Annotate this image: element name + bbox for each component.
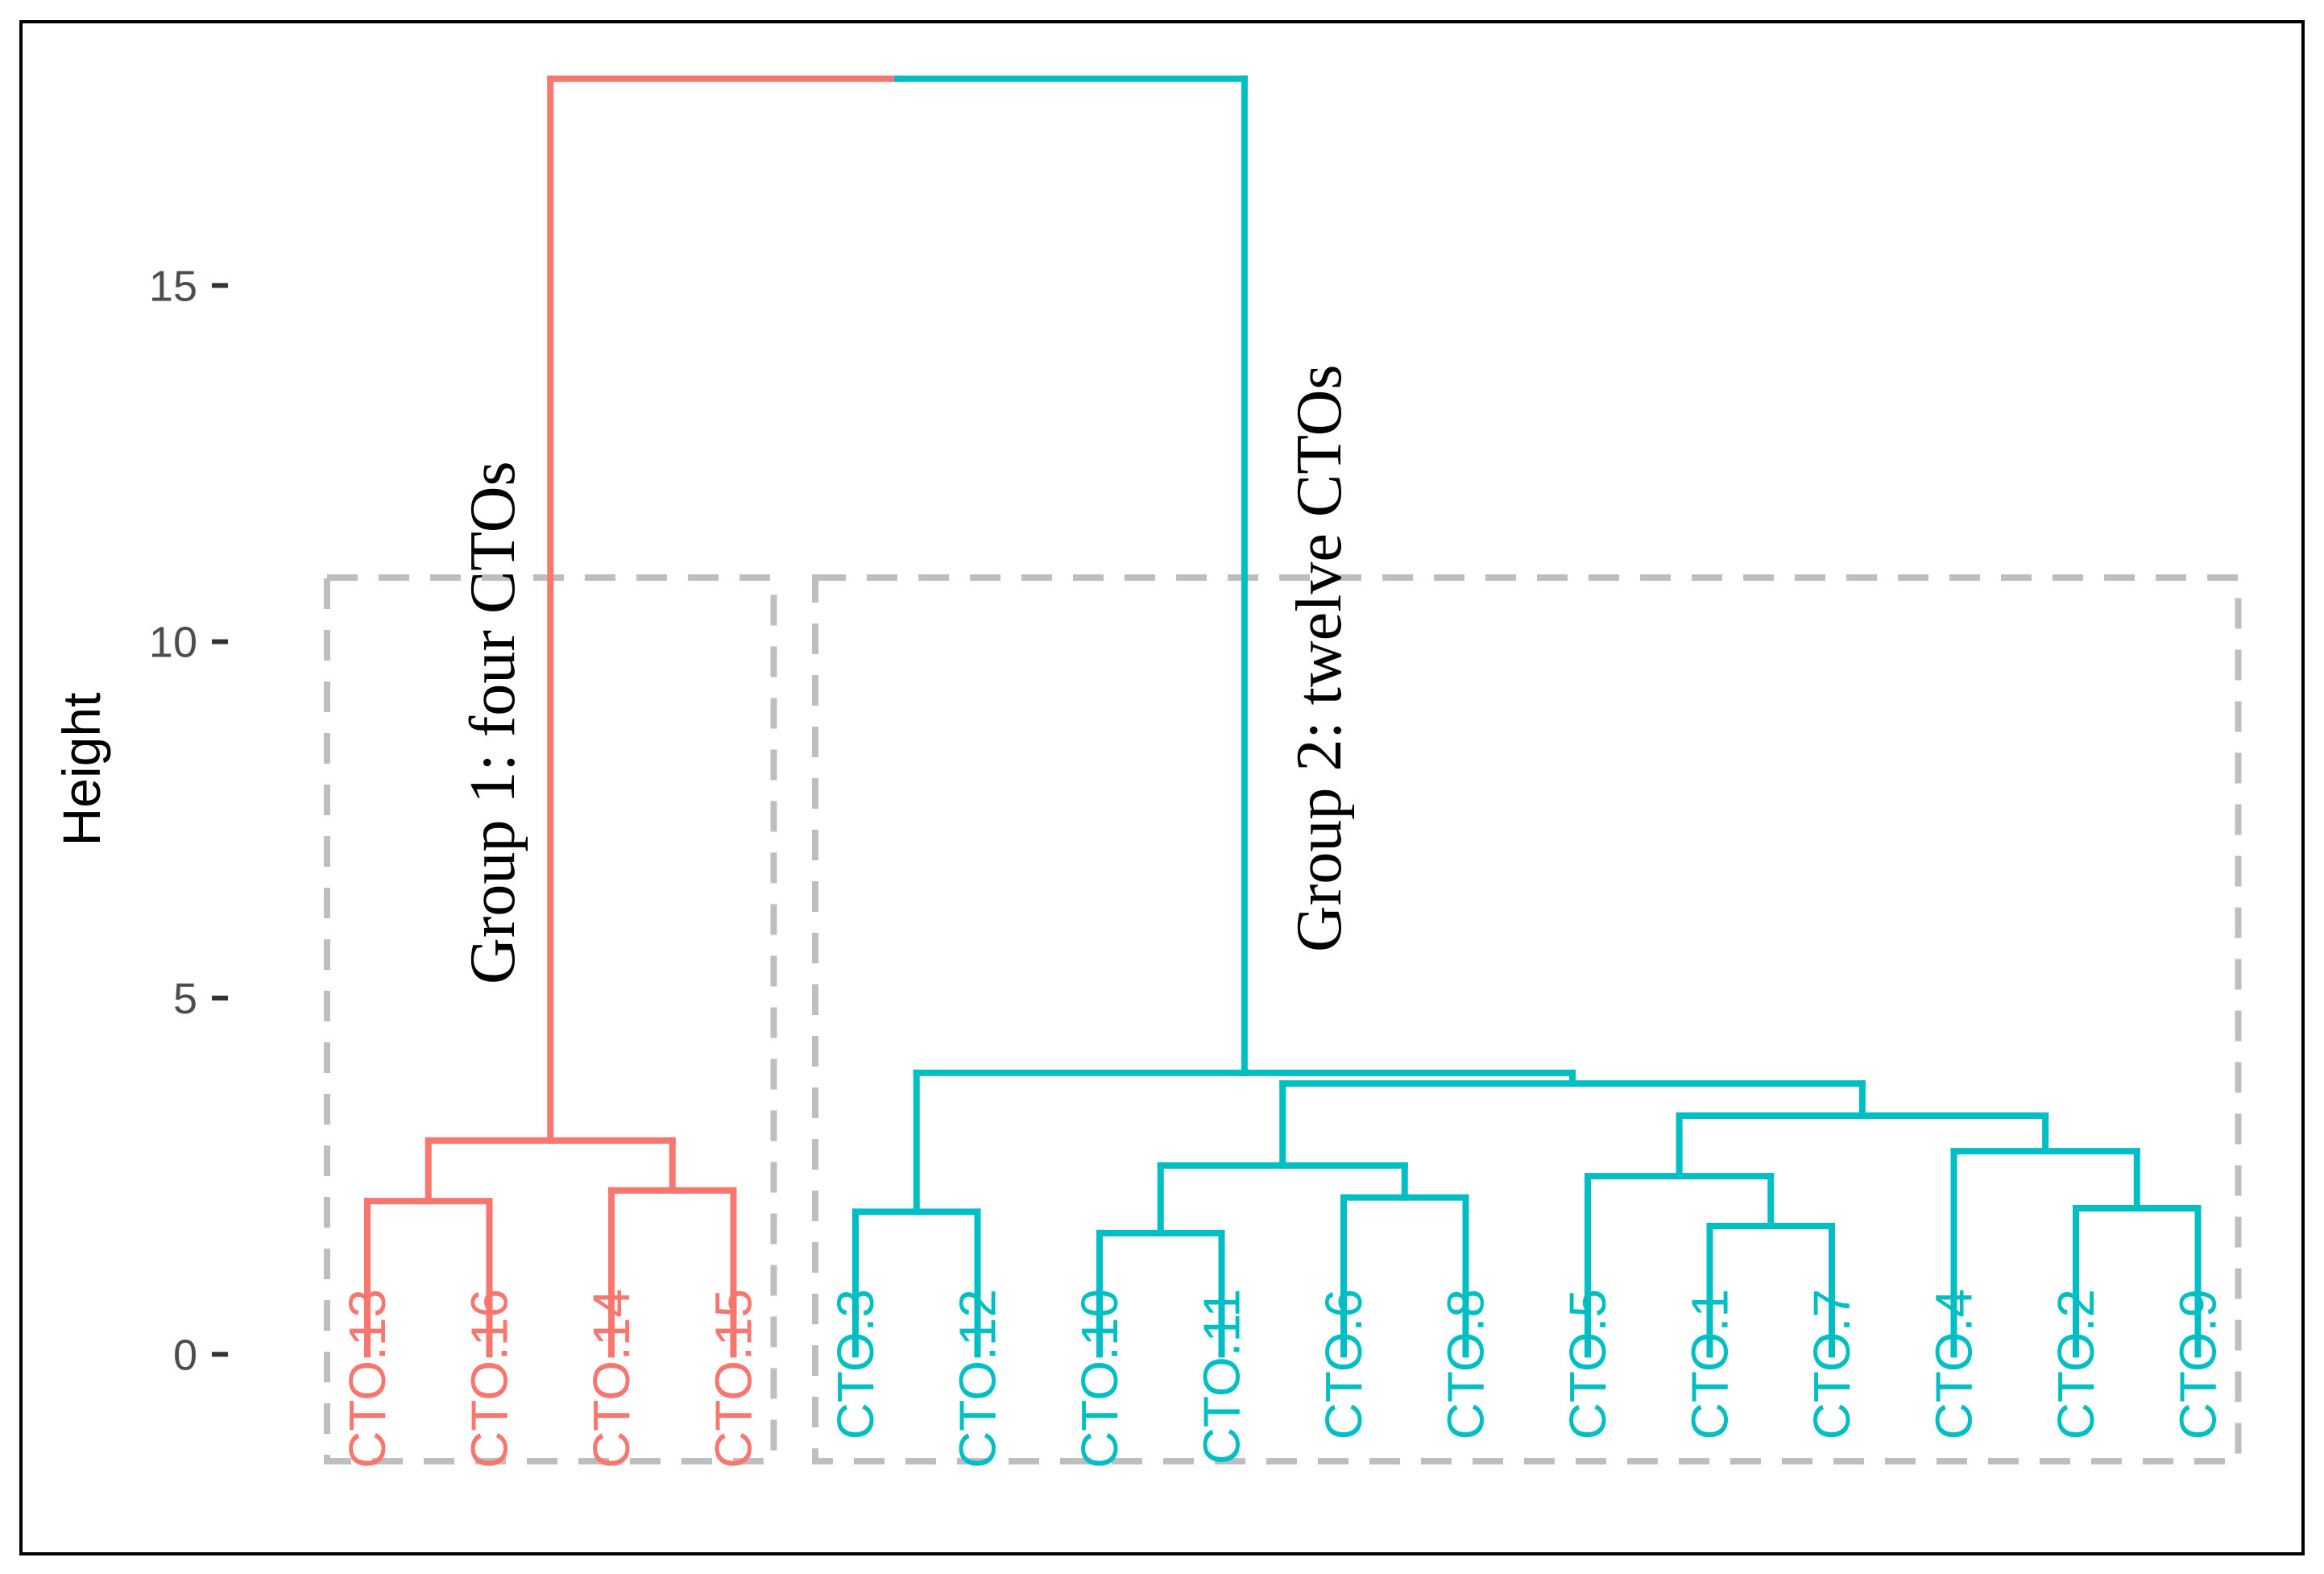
leaf-label: CTO.10 — [1071, 1289, 1129, 1468]
y-axis-title: Height — [52, 693, 111, 847]
leaf-label: CTO.14 — [582, 1289, 640, 1468]
leaf-label: CTO.1 — [1681, 1289, 1739, 1439]
leaf-label: CTO.11 — [1193, 1289, 1251, 1464]
y-tick-label-15: 15 — [149, 262, 197, 310]
leaf-label: CTO.12 — [949, 1289, 1007, 1468]
dendrogram-branches — [364, 75, 2202, 1358]
y-tick-label-5: 5 — [173, 975, 197, 1023]
y-axis: 0 5 10 15 — [149, 262, 228, 1379]
leaf-labels: CTO.13 CTO.16 CTO.14 CTO.15 CTO.3 CTO.12 CTO.1… — [338, 1289, 2227, 1468]
leaf-label: CTO.8 — [1437, 1289, 1495, 1439]
plot-border — [19, 20, 2305, 1555]
leaf-label: CTO.15 — [705, 1289, 763, 1468]
leaf-label: CTO.16 — [461, 1289, 519, 1468]
leaf-label: CTO.3 — [826, 1289, 884, 1439]
leaf-label: CTO.5 — [1559, 1289, 1617, 1439]
y-tick-label-0: 0 — [173, 1331, 197, 1379]
y-tick-label-10: 10 — [149, 619, 197, 667]
leaf-label: CTO.13 — [338, 1289, 396, 1468]
leaf-label: CTO.7 — [1803, 1289, 1861, 1439]
cluster-box-group-2 — [812, 574, 2242, 1464]
leaf-label: CTO.9 — [2169, 1289, 2227, 1439]
leaf-label: CTO.6 — [1315, 1289, 1373, 1439]
leaf-label: CTO.2 — [2047, 1289, 2105, 1439]
leaf-label: CTO.4 — [1925, 1289, 1983, 1439]
group-1-annotation: Group 1: four CTOs — [458, 461, 528, 984]
group-2-annotation: Group 2: twelve CTOs — [1284, 364, 1355, 952]
